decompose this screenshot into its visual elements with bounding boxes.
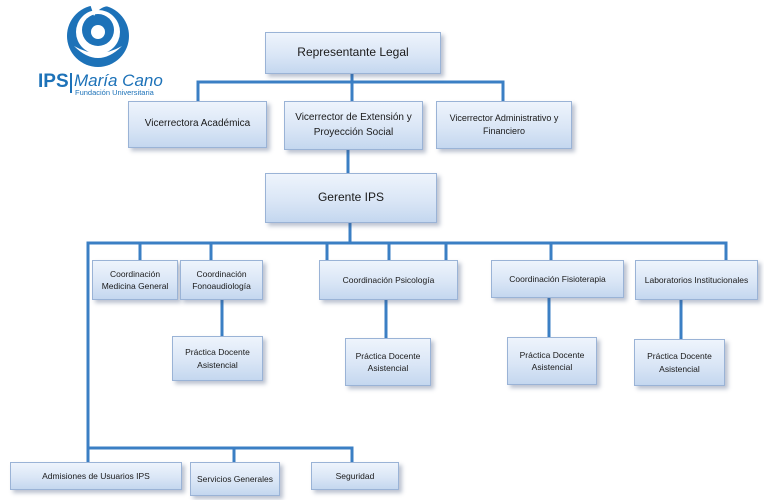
node-practica-docente-psicologia: Práctica Docente Asistencial bbox=[345, 338, 431, 386]
logo-subtitle-text: Fundación Universitaria bbox=[75, 88, 154, 97]
logo-ips-text: IPS bbox=[38, 71, 69, 92]
node-vicerrectora-academica: Vicerrectora Académica bbox=[128, 101, 267, 148]
node-seguridad: Seguridad bbox=[311, 462, 399, 490]
node-coordinacion-fisioterapia: Coordinación Fisioterapia bbox=[491, 260, 624, 298]
logo-name-text: María Cano bbox=[74, 71, 163, 90]
node-vicerrector-extension: Vicerrector de Extensión y Proyección So… bbox=[284, 101, 423, 150]
node-vicerrector-administrativo: Vicerrector Administrativo y Financiero bbox=[436, 101, 572, 149]
node-coordinacion-medicina-general: Coordinación Medicina General bbox=[92, 260, 178, 300]
node-practica-docente-fisioterapia: Práctica Docente Asistencial bbox=[507, 337, 597, 385]
node-laboratorios-institucionales: Laboratorios Institucionales bbox=[635, 260, 758, 300]
logo-separator bbox=[70, 73, 72, 93]
node-practica-docente-fonoaudiologia: Práctica Docente Asistencial bbox=[172, 336, 263, 381]
logo-emblem-icon bbox=[67, 1, 129, 67]
node-practica-docente-laboratorios: Práctica Docente Asistencial bbox=[634, 339, 725, 386]
node-gerente-ips: Gerente IPS bbox=[265, 173, 437, 223]
node-coordinacion-psicologia: Coordinación Psicología bbox=[319, 260, 458, 300]
ips-maria-cano-logo: IPS María Cano Fundación Universitaria bbox=[38, 0, 168, 97]
node-admisiones-usuarios-ips: Admisiones de Usuarios IPS bbox=[10, 462, 182, 490]
node-coordinacion-fonoaudiologia: Coordinación Fonoaudiología bbox=[180, 260, 263, 300]
node-representante-legal: Representante Legal bbox=[265, 32, 441, 74]
node-servicios-generales: Servicios Generales bbox=[190, 462, 280, 496]
